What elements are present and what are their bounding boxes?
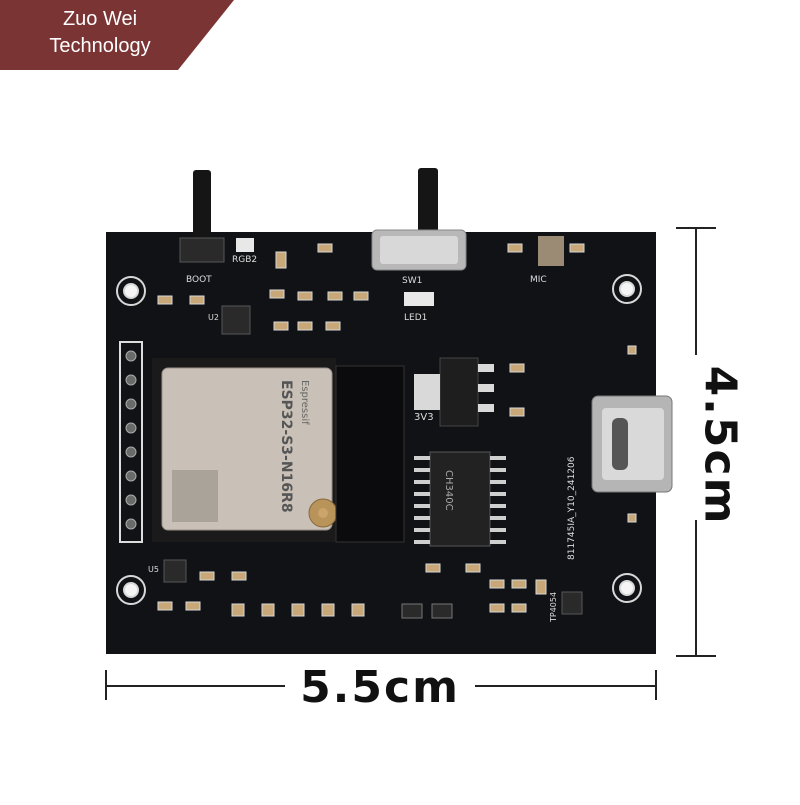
slide-switch [371,168,467,271]
brand-logo-text: Zuo Wei Technology [0,6,200,60]
height-dimension-label: 4.5cm [694,365,746,526]
antenna-area [335,365,405,543]
height-dimension-line [676,227,716,657]
version-label: 811745IA_Y10_241206 [567,456,577,560]
u5-label: U5 [148,565,159,574]
mic-label: MIC [530,275,547,285]
u5-chip [163,559,187,583]
passive-components [157,243,637,617]
width-dimension-label: 5.5cm [300,662,460,713]
u2-label: U2 [208,313,219,322]
u2-chip [221,305,251,335]
usb-c-connector [591,395,673,493]
esp32-module [152,358,338,542]
usb-serial-chip [414,451,506,547]
boot-label: BOOT [186,275,212,285]
led-label: LED1 [404,313,427,323]
usb-chip-label: CH340C [443,470,454,511]
brand-banner [0,0,234,70]
rgb-led [236,238,254,252]
voltage-regulator [414,357,494,427]
brand-line2: Technology [49,35,151,57]
pin-header [119,341,143,543]
brand-line1: Zuo Wei [62,8,138,30]
charger-label: TP4054 [549,592,558,623]
module-brand: Espressif [299,380,310,425]
module-label: ESP32-S3-N16R8 [278,380,294,513]
charger-chip [561,591,583,615]
boot-button [179,170,225,263]
reg-label: 3V3 [414,412,434,423]
microphone [538,236,564,266]
led [404,292,434,306]
width-dimension-line [105,670,657,700]
mounting-holes [116,274,642,605]
sw-label: SW1 [402,276,422,286]
rgb-label: RGB2 [232,255,257,265]
transistors [401,603,453,619]
